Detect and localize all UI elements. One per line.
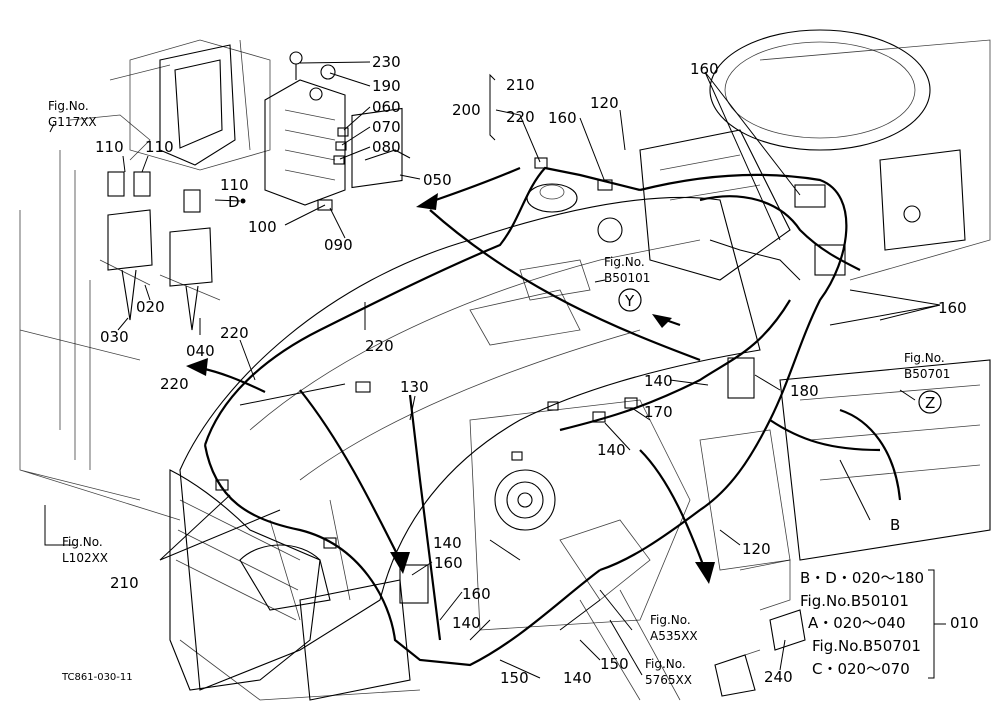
part-number: 180 xyxy=(790,382,819,400)
legend-line: Fig.No.B50701 xyxy=(812,637,921,655)
part-number: 160 xyxy=(434,554,463,572)
part-number: 140 xyxy=(644,372,673,390)
part-number: 090 xyxy=(324,236,353,254)
part-number: 140 xyxy=(597,441,626,459)
marker-d: D xyxy=(228,193,240,211)
part-number: 060 xyxy=(372,98,401,116)
figref-code: G117XX xyxy=(48,115,97,129)
figref-label: Fig.No. xyxy=(904,351,945,365)
figref-code: 5765XX xyxy=(645,673,692,687)
part-number: 020 xyxy=(136,298,165,316)
figref-label: Fig.No. xyxy=(604,255,645,269)
part-number: 210 xyxy=(110,574,139,592)
figref-label: Fig.No. xyxy=(645,657,686,671)
part-number: 120 xyxy=(742,540,771,558)
part-number: 170 xyxy=(644,403,673,421)
part-number: 150 xyxy=(500,669,529,687)
marker-z: Z xyxy=(925,394,935,412)
part-number: 120 xyxy=(590,94,619,112)
part-number: 100 xyxy=(248,218,277,236)
direction-arrows xyxy=(186,166,902,584)
part-number: 160 xyxy=(462,585,491,603)
figref-label: Fig.No. xyxy=(650,613,691,627)
part-number: 150 xyxy=(600,655,629,673)
part-number: 140 xyxy=(452,614,481,632)
part-number: 070 xyxy=(372,118,401,136)
part-number: 140 xyxy=(563,669,592,687)
legend-line: B・D・020～180 xyxy=(800,569,924,587)
part-number: 080 xyxy=(372,138,401,156)
legend-line: 010 xyxy=(950,614,979,632)
part-number: 160 xyxy=(548,109,577,127)
figref-code: B50101 xyxy=(604,271,650,285)
legend-block: B・D・020～180 Fig.No.B50101 A・020～040 010 … xyxy=(800,569,979,679)
part-number: 110 xyxy=(220,176,249,194)
part-number: 220 xyxy=(365,337,394,355)
part-number: 220 xyxy=(220,324,249,342)
part-numbers: 230 190 060 070 080 050 090 100 110 110 … xyxy=(95,53,967,687)
part-number: 130 xyxy=(400,378,429,396)
part-number: 030 xyxy=(100,328,129,346)
part-number: 200 xyxy=(452,101,481,119)
part-number: 240 xyxy=(764,668,793,686)
part-number: 160 xyxy=(938,299,967,317)
part-number: 230 xyxy=(372,53,401,71)
part-number: 110 xyxy=(95,138,124,156)
markers: Y Z B D xyxy=(228,193,935,534)
relay-group-left xyxy=(99,171,221,331)
figref-code: L102XX xyxy=(62,551,108,565)
figref-code: B50701 xyxy=(904,367,950,381)
part-number: 140 xyxy=(433,534,462,552)
part-number: 160 xyxy=(690,60,719,78)
legend-line: C・020～070 xyxy=(812,660,910,678)
figure-references: Fig.No. G117XX Fig.No. B50101 Fig.No. B5… xyxy=(48,99,950,687)
part-number: 110 xyxy=(145,138,174,156)
part-number: 220 xyxy=(506,108,535,126)
legend-line: Fig.No.B50101 xyxy=(800,592,909,610)
fuse-box-assembly xyxy=(264,51,411,211)
marker-b: B xyxy=(890,516,900,534)
machine-line-art xyxy=(19,29,991,701)
part-number: 040 xyxy=(186,342,215,360)
part-number: 210 xyxy=(506,76,535,94)
figref-label: Fig.No. xyxy=(62,535,103,549)
part-number: 050 xyxy=(423,171,452,189)
part-number: 220 xyxy=(160,375,189,393)
part-number: 190 xyxy=(372,77,401,95)
diagram-id: TC861-030-11 xyxy=(61,672,133,683)
marker-y: Y xyxy=(624,292,635,310)
figref-label: Fig.No. xyxy=(48,99,89,113)
leader-lines xyxy=(44,61,941,679)
legend-line: A・020～040 xyxy=(808,614,906,632)
figref-code: A535XX xyxy=(650,629,698,643)
